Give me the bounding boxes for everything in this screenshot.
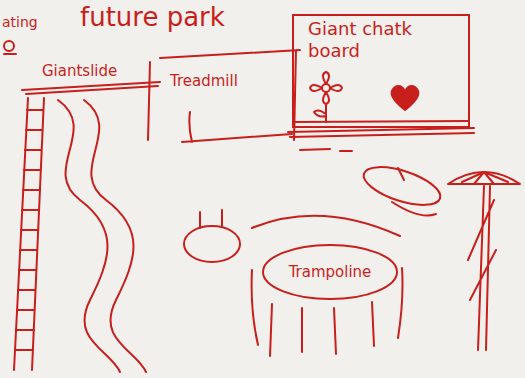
node-text: Giant chatk board [308, 18, 454, 61]
slide-label: Giantslide [40, 62, 152, 84]
slide-chute [58, 100, 146, 372]
trampoline-base [252, 216, 403, 356]
treadmill-box: Treadmill [166, 70, 266, 96]
board-base [288, 128, 474, 151]
cropped-label: ating [2, 14, 38, 30]
cropped-icon [4, 41, 16, 54]
round-table [184, 210, 240, 262]
oval-table [359, 159, 444, 215]
chalkboard-box: Giant chatk board [292, 14, 470, 128]
heart-drawing [392, 86, 419, 110]
ladder [14, 98, 44, 370]
flower-drawing [310, 72, 342, 122]
trampoline-rim [263, 245, 397, 299]
treadmill-frame [148, 50, 300, 142]
node-text: Trampoline [276, 263, 384, 281]
board-border [293, 15, 469, 127]
slide-roof [22, 82, 160, 94]
node-text: Treadmill [170, 72, 262, 90]
board-ledge [293, 121, 469, 122]
trampoline-ellipse: Trampoline [262, 244, 398, 300]
node-text: Giantslide [42, 62, 150, 80]
sketch-title: future park [80, 2, 225, 32]
umbrella [448, 172, 520, 350]
